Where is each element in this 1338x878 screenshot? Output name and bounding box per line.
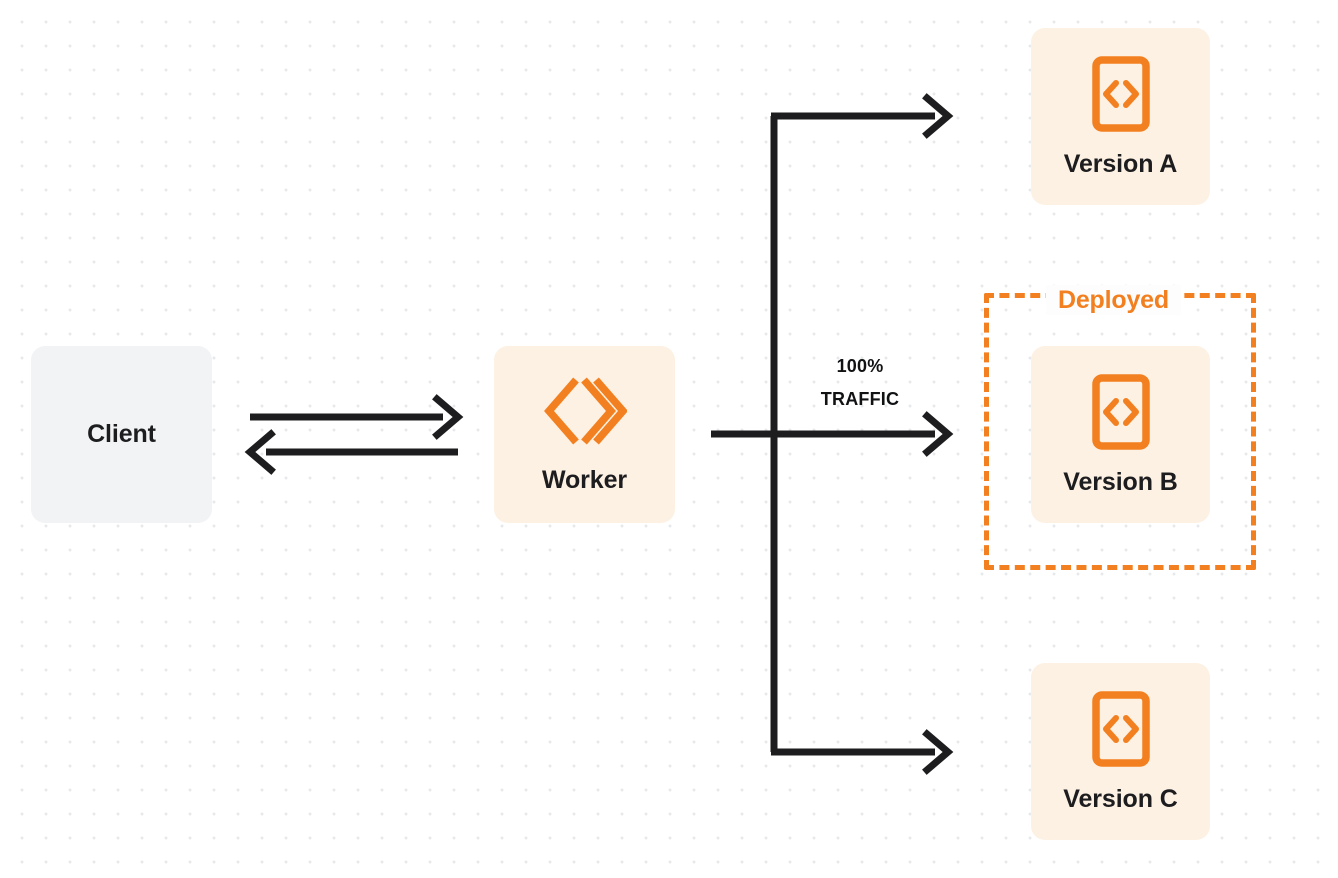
node-version-c-label: Version C: [1063, 784, 1178, 813]
node-client-label: Client: [87, 420, 156, 448]
arrowhead-to-worker: [432, 394, 464, 440]
arrowhead-version-c: [922, 729, 954, 775]
code-document-icon: [1091, 690, 1151, 773]
code-document-icon: [1091, 55, 1151, 138]
node-client[interactable]: Client: [31, 346, 212, 523]
arrowhead-to-client: [244, 429, 276, 475]
cloudflare-workers-logo-icon: [543, 375, 628, 452]
node-version-b-label: Version B: [1063, 467, 1178, 496]
node-version-c[interactable]: Version C: [1031, 663, 1210, 840]
node-version-b[interactable]: Version B: [1031, 346, 1210, 523]
traffic-word: TRAFFIC: [820, 389, 900, 409]
arrowhead-version-a: [922, 93, 954, 139]
deployed-group-label: Deployed: [1046, 285, 1181, 315]
code-document-icon: [1091, 373, 1151, 456]
node-worker-label: Worker: [541, 465, 628, 494]
node-version-a-label: Version A: [1063, 149, 1178, 178]
node-worker[interactable]: Worker: [494, 346, 675, 523]
traffic-percent-value: 100%: [836, 356, 884, 376]
traffic-percentage-label: 100% TRAFFIC: [795, 350, 925, 416]
arrowhead-version-b: [922, 411, 954, 457]
node-version-a[interactable]: Version A: [1031, 28, 1210, 205]
